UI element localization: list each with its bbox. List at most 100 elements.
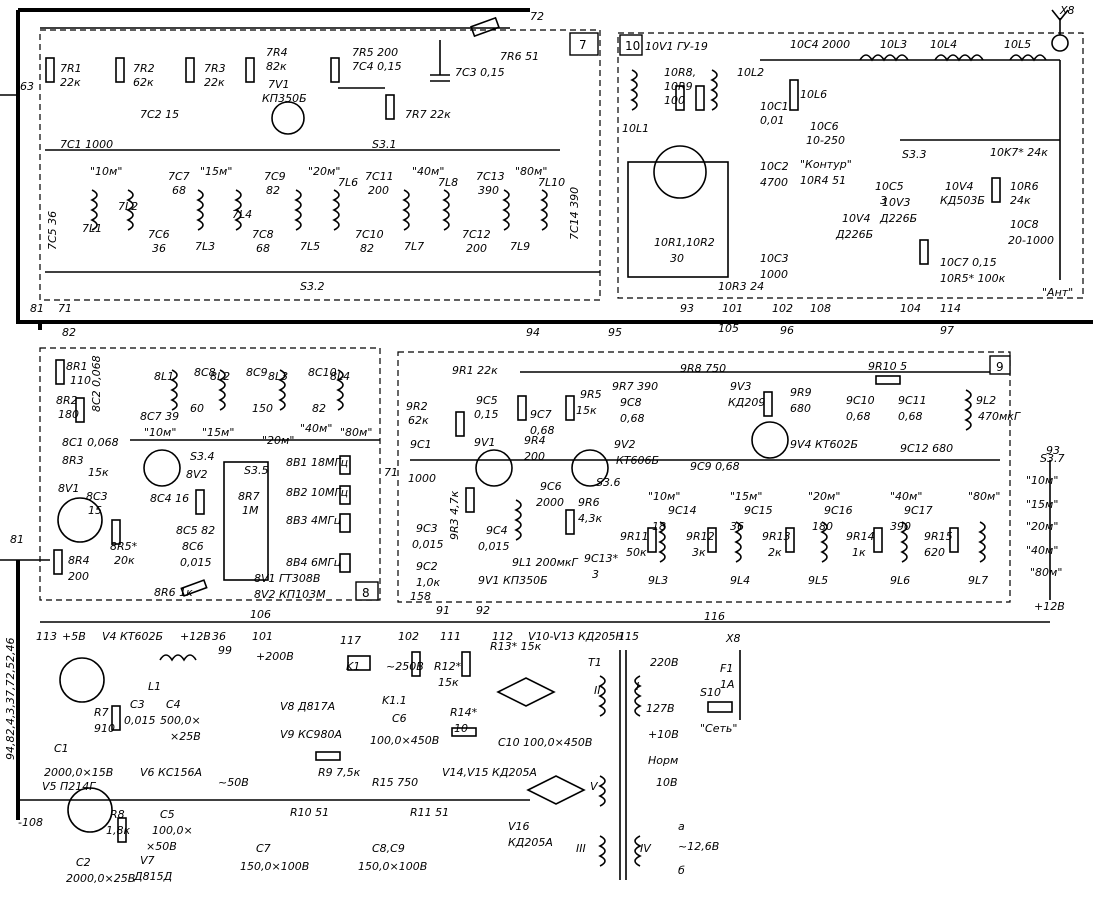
svg-text:+12В: +12В: [1034, 600, 1065, 613]
svg-text:8R5*: 8R5*: [110, 540, 138, 553]
svg-text:127В: 127В: [646, 702, 675, 715]
svg-text:"10м": "10м": [90, 165, 122, 178]
svg-text:+12В: +12В: [180, 630, 211, 643]
svg-text:112: 112: [492, 630, 513, 643]
svg-text:115: 115: [618, 630, 639, 643]
svg-text:C7: C7: [256, 842, 271, 855]
svg-text:101: 101: [252, 630, 273, 643]
svg-text:100,0×: 100,0×: [152, 824, 193, 837]
svg-text:"40м": "40м": [1026, 544, 1058, 557]
svg-text:7R7 22к: 7R7 22к: [405, 108, 451, 121]
svg-text:82: 82: [62, 326, 76, 339]
svg-text:82к: 82к: [266, 60, 287, 73]
svg-text:"15м": "15м": [1026, 498, 1058, 511]
svg-text:"20м": "20м": [1026, 520, 1058, 533]
svg-text:9C8: 9C8: [620, 396, 642, 409]
svg-text:22к: 22к: [204, 76, 225, 89]
svg-text:110: 110: [70, 374, 91, 387]
svg-text:II: II: [594, 684, 601, 697]
svg-text:81: 81: [30, 302, 44, 315]
svg-text:9R3 4,7к: 9R3 4,7к: [448, 490, 461, 540]
svg-text:R12*: R12*: [434, 660, 462, 673]
svg-text:9R12: 9R12: [686, 530, 715, 543]
svg-text:100: 100: [664, 94, 685, 107]
svg-text:"80м": "80м": [968, 490, 1000, 503]
svg-text:10C8: 10C8: [1010, 218, 1039, 231]
svg-text:117: 117: [340, 634, 361, 647]
svg-text:8R2: 8R2: [56, 394, 78, 407]
svg-text:7C5 36: 7C5 36: [46, 211, 59, 250]
svg-text:92: 92: [476, 604, 490, 617]
svg-text:Д226Б: Д226Б: [835, 228, 873, 241]
svg-text:15к: 15к: [576, 404, 597, 417]
svg-text:7L7: 7L7: [404, 240, 424, 253]
svg-text:8R7: 8R7: [238, 490, 260, 503]
svg-text:7L4: 7L4: [232, 208, 252, 221]
svg-text:б: б: [678, 864, 685, 877]
svg-text:116: 116: [704, 610, 725, 623]
svg-text:9C6: 9C6: [540, 480, 562, 493]
svg-text:9C2: 9C2: [416, 560, 438, 573]
svg-text:R15 750: R15 750: [372, 776, 418, 789]
svg-text:K1: K1: [346, 660, 360, 673]
svg-text:7C2 15: 7C2 15: [140, 108, 179, 121]
svg-text:~250В: ~250В: [386, 660, 424, 673]
svg-text:82: 82: [360, 242, 374, 255]
svg-text:"10м": "10м": [1026, 474, 1058, 487]
svg-text:0,015: 0,015: [478, 540, 510, 553]
svg-text:104: 104: [900, 302, 921, 315]
svg-text:9V1: 9V1: [474, 436, 496, 449]
svg-text:10K7* 24к: 10K7* 24к: [990, 146, 1048, 159]
svg-text:8C5 82: 8C5 82: [176, 524, 215, 537]
svg-text:9C5: 9C5: [476, 394, 498, 407]
svg-text:X8: X8: [725, 632, 741, 645]
svg-text:"40м": "40м": [890, 490, 922, 503]
svg-text:7L9: 7L9: [510, 240, 530, 253]
svg-text:+5В: +5В: [62, 630, 86, 643]
svg-text:102: 102: [398, 630, 419, 643]
svg-text:93: 93: [1046, 444, 1060, 457]
svg-text:T1: T1: [588, 656, 602, 669]
svg-text:200: 200: [68, 570, 89, 583]
svg-text:9C3: 9C3: [416, 522, 438, 535]
svg-text:7L1: 7L1: [82, 222, 102, 235]
svg-text:10C3: 10C3: [760, 252, 789, 265]
svg-text:113: 113: [36, 630, 57, 643]
svg-text:10L2: 10L2: [737, 66, 764, 79]
svg-text:F1: F1: [720, 662, 733, 675]
svg-text:9R4: 9R4: [524, 434, 546, 447]
svg-text:"Контур": "Контур": [800, 158, 852, 171]
svg-text:7C13: 7C13: [476, 170, 505, 183]
svg-text:7L3: 7L3: [195, 240, 215, 253]
svg-text:10C4 2000: 10C4 2000: [790, 38, 850, 51]
svg-text:S3.4: S3.4: [190, 450, 214, 463]
svg-text:10L6: 10L6: [800, 88, 827, 101]
svg-text:КТ606Б: КТ606Б: [616, 454, 659, 467]
svg-text:9R7 390: 9R7 390: [612, 380, 658, 393]
svg-text:9C4: 9C4: [486, 524, 508, 537]
svg-text:105: 105: [718, 322, 739, 335]
svg-text:7: 7: [579, 38, 587, 52]
svg-text:82: 82: [266, 184, 280, 197]
svg-text:3к: 3к: [692, 546, 706, 559]
svg-text:8B2 10МГц: 8B2 10МГц: [286, 486, 348, 499]
svg-text:71: 71: [58, 302, 72, 315]
svg-text:150: 150: [252, 402, 273, 415]
svg-text:7R3: 7R3: [204, 62, 226, 75]
svg-text:"80м": "80м": [340, 426, 372, 439]
svg-text:7C9: 7C9: [264, 170, 286, 183]
svg-text:680: 680: [790, 402, 811, 415]
svg-text:C4: C4: [166, 698, 181, 711]
svg-text:"10м": "10м": [144, 426, 176, 439]
svg-text:10V1 ГУ-19: 10V1 ГУ-19: [645, 40, 708, 53]
svg-text:470мкГ: 470мкГ: [978, 410, 1021, 423]
svg-text:10V3: 10V3: [882, 196, 911, 209]
svg-text:S3.1: S3.1: [372, 138, 396, 151]
svg-text:7C14 390: 7C14 390: [568, 187, 581, 240]
svg-text:V4 КТ602Б: V4 КТ602Б: [102, 630, 163, 643]
svg-text:4700: 4700: [760, 176, 788, 189]
svg-text:2000,0×15В: 2000,0×15В: [44, 766, 113, 779]
